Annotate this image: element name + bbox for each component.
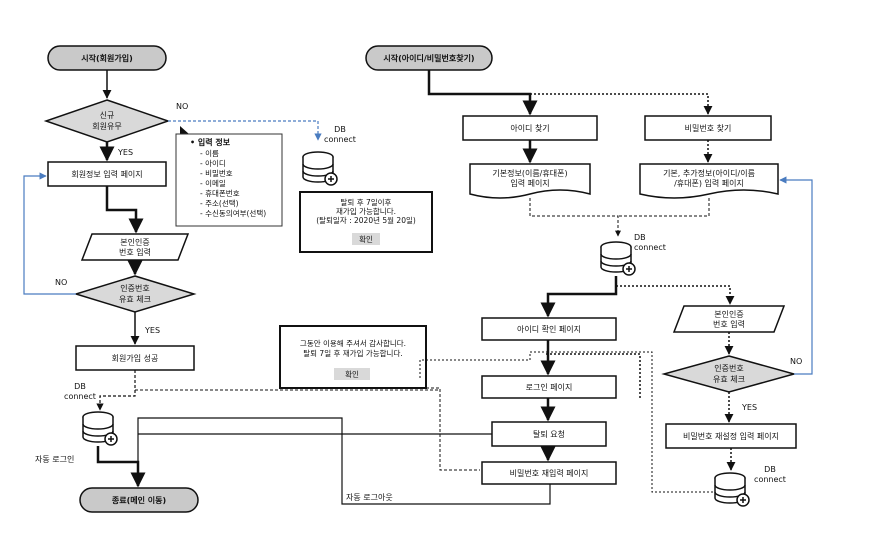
start-find-terminator: 시작(아이디/비밀번호찾기) (365, 45, 493, 71)
rejoin-dialog: 탈퇴 후 7일이후 재가입 가능합니다. (탈퇴일자 : 2020년 5월 20… (299, 191, 433, 253)
find-pw-label: 비밀번호 찾기 (685, 123, 732, 133)
input-info-item: - 아이디 (200, 158, 226, 168)
end-label: 종료(메인 이동) (112, 495, 166, 505)
db-left-label2: connect (64, 392, 96, 401)
end-terminator: 종료(메인 이동) (79, 487, 199, 513)
auth-check-right: 인증번호 유효 체크 (661, 355, 797, 393)
db-connect-right-bottom: DB connect (714, 465, 786, 507)
db-left-label1: DB (74, 382, 86, 391)
start-signup-label: 시작(회원가입) (81, 53, 132, 63)
db-right-label1: DB (634, 233, 646, 242)
decision-new-no-label: NO (176, 102, 188, 111)
start-find-label: 시작(아이디/비밀번호찾기) (383, 53, 474, 63)
login-page-label: 로그인 페이지 (526, 382, 573, 392)
input-info-item: - 비밀번호 (200, 169, 233, 178)
decision-new-member: 신규 회원유무 (43, 99, 171, 143)
basic-info-line2: 입력 페이지 (510, 178, 549, 188)
auth-input-left: 본인인증 번호 입력 (80, 233, 190, 261)
rejoin-msg-line1: 탈퇴 후 7일이후 (341, 197, 392, 207)
database-icon (600, 241, 636, 276)
withdraw-thanks-dialog: 그동안 이용해 주셔서 감사합니다. 탈퇴 7일 후 재가입 가능합니다. 확인 (279, 325, 427, 389)
db-right2-label1: DB (764, 465, 776, 474)
thanks-msg-line2: 탈퇴 7일 후 재가입 가능합니다. (303, 349, 403, 358)
auth-input-right-line2: 번호 입력 (713, 319, 745, 329)
auth-check-left-line2: 유효 체크 (119, 294, 151, 304)
withdraw-request-label: 탈퇴 요청 (533, 429, 565, 439)
signup-info-page-box: 회원정보 입력 페이지 (47, 161, 167, 187)
input-info-item: - 이메일 (200, 178, 226, 188)
find-id-label: 아이디 찾기 (510, 123, 549, 133)
db-middle-label2: connect (324, 135, 356, 144)
auth-input-right: 본인인증 번호 입력 (672, 305, 786, 333)
input-info-item: - 주소(선택) (200, 198, 239, 208)
db-connect-middle: DB connect (302, 125, 356, 186)
right-flow: 시작(아이디/비밀번호찾기) 아이디 찾기 비밀번호 찾기 기본정보(이름/휴대… (138, 45, 813, 507)
auth-input-left-line2: 번호 입력 (119, 247, 151, 257)
find-id-box: 아이디 찾기 (462, 115, 598, 141)
database-icon (302, 151, 338, 186)
extra-info-page-box: 기본, 추가정보(아이디/이름 /휴대폰) 입력 페이지 (639, 163, 779, 199)
middle-area: DB connect 탈퇴 후 7일이후 재가입 가능합니다. (탈퇴일자 : … (135, 125, 551, 505)
db-middle-label1: DB (334, 125, 346, 134)
input-info-note: • 입력 정보 - 이름 - 아이디 - 비밀번호 - 이메일 - 휴대폰번호 … (175, 133, 283, 227)
id-confirm-label: 아이디 확인 페이지 (517, 324, 581, 334)
signup-success-label: 회원가입 성공 (112, 354, 159, 363)
db-connect-left: DB connect (64, 382, 118, 446)
input-info-title: • 입력 정보 (190, 137, 231, 147)
pw-reset-page-box: 비밀번호 재설정 입력 페이지 (665, 423, 797, 449)
auth-check-left-line1: 인증번호 (120, 283, 149, 293)
basic-info-line1: 기본정보(이름/휴대폰) (492, 168, 567, 178)
id-confirm-page-box: 아이디 확인 페이지 (481, 317, 617, 341)
extra-info-line2: /휴대폰) 입력 페이지 (674, 178, 744, 188)
left-flow: 시작(회원가입) 신규 회원유무 NO YES 회원정보 입력 페이지 • 입력… (23, 45, 322, 513)
auth-input-left-line1: 본인인증 (120, 237, 149, 247)
auto-login-label: 자동 로그인 (35, 454, 74, 464)
input-info-item: - 이름 (200, 148, 219, 158)
database-icon (82, 411, 118, 446)
withdraw-request-box: 탈퇴 요청 (491, 421, 607, 447)
decision-new-member-line2: 회원유무 (92, 122, 121, 131)
thanks-confirm-button[interactable] (334, 368, 370, 380)
find-pw-box: 비밀번호 찾기 (644, 115, 772, 141)
auth-check-left-no-label: NO (55, 278, 67, 287)
pw-reenter-page-box: 비밀번호 재입력 페이지 (481, 461, 617, 485)
rejoin-msg-line2: 재가입 가능합니다. (336, 207, 396, 216)
rejoin-msg-line3: (탈퇴일자 : 2020년 5월 20일) (316, 215, 416, 225)
auth-check-right-yes-label: YES (741, 403, 757, 412)
auth-check-left-yes-label: YES (144, 326, 160, 335)
signup-info-page-label: 회원정보 입력 페이지 (71, 169, 142, 179)
thanks-msg-line1: 그동안 이용해 주셔서 감사합니다. (300, 338, 406, 348)
start-signup-terminator: 시작(회원가입) (47, 45, 167, 71)
rejoin-confirm-label: 확인 (359, 234, 373, 244)
basic-info-page-box: 기본정보(이름/휴대폰) 입력 페이지 (469, 163, 591, 199)
db-connect-right: DB connect (600, 233, 666, 276)
auth-check-left: 인증번호 유효 체크 (73, 275, 197, 313)
auth-check-right-no-label: NO (790, 357, 802, 366)
pw-reset-label: 비밀번호 재설정 입력 페이지 (683, 431, 779, 441)
rejoin-confirm-button[interactable] (352, 233, 380, 245)
thanks-confirm-label: 확인 (345, 369, 359, 379)
db-right2-label2: connect (754, 475, 786, 484)
extra-info-line1: 기본, 추가정보(아이디/이름 (663, 168, 755, 178)
auto-logout-label: 자동 로그아웃 (346, 492, 393, 502)
auth-check-right-line2: 유효 체크 (713, 374, 745, 384)
input-info-item: - 수신동의여부(선택) (200, 208, 266, 218)
signup-success-box: 회원가입 성공 (75, 345, 195, 371)
input-info-item: - 휴대폰번호 (200, 189, 240, 198)
auth-check-right-line1: 인증번호 (714, 363, 743, 373)
pw-reenter-label: 비밀번호 재입력 페이지 (510, 468, 589, 478)
db-right-label2: connect (634, 243, 666, 252)
database-icon (714, 472, 750, 507)
decision-new-yes-label: YES (117, 148, 133, 157)
decision-new-member-line1: 신규 (100, 111, 115, 120)
auth-input-right-line1: 본인인증 (714, 309, 743, 319)
login-page-box: 로그인 페이지 (481, 375, 617, 399)
